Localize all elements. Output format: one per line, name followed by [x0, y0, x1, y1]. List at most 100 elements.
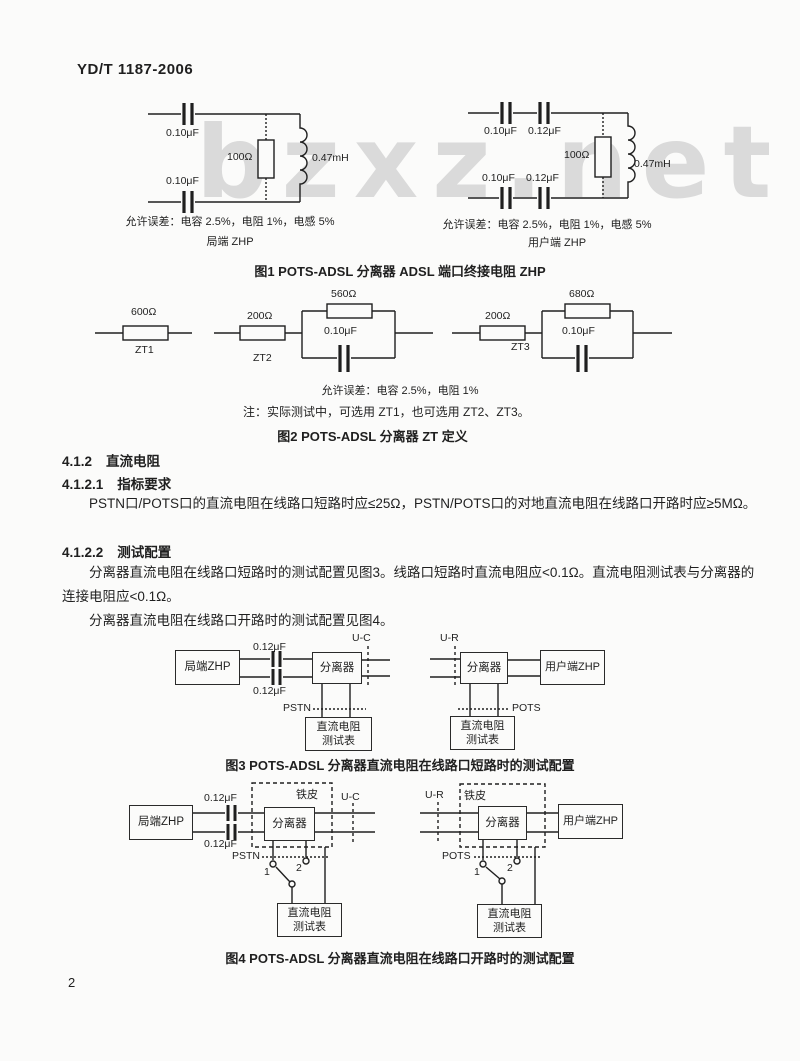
fig4-right-port-label: POTS — [442, 850, 471, 862]
fig1-left-name: 局端 ZHP — [206, 236, 254, 248]
switch-arm — [275, 866, 291, 883]
resistor-symbol — [594, 136, 612, 178]
fig2-zt2-capacitor-label: 0.10μF — [324, 325, 357, 337]
fig2-zt2-circuit — [214, 303, 433, 372]
fig3-right-splitter-box: 分离器 — [460, 652, 508, 684]
fig1-right-circuit — [468, 102, 636, 209]
fig4-left-cap-top-label: 0.12μF — [204, 792, 237, 804]
fig4-left-port-label: PSTN — [232, 850, 261, 862]
fig4-left-diagram — [193, 782, 375, 903]
fig3-caption: 图3 POTS-ADSL 分离器直流电阻在线路口短路时的测试配置 — [225, 758, 575, 773]
fig3-left-cap-top-label: 0.12μF — [253, 641, 286, 653]
fig3-left-cap-bottom-label: 0.12μF — [253, 685, 286, 697]
capacitor-symbol — [500, 102, 550, 209]
fig2-zt2-series-resistor-label: 200Ω — [247, 310, 273, 322]
meter-label-line2: 测试表 — [293, 921, 326, 933]
resistor-symbol — [257, 139, 275, 179]
fig4-right-splitter-box: 分离器 — [478, 806, 527, 840]
fig3-left-diagram — [240, 646, 390, 717]
meter-label-line2: 测试表 — [493, 922, 526, 934]
fig4-left-splitter-box: 分离器 — [264, 807, 315, 841]
meter-label-line1: 直流电阻 — [287, 906, 332, 919]
page-number: 2 — [68, 975, 76, 990]
fig3-right-port-label: POTS — [512, 702, 541, 714]
fig4-right-meter-box: 直流电阻 测试表 — [477, 904, 542, 938]
fig1-left-cap-bottom-label: 0.10μF — [166, 175, 199, 187]
fig2-zt3-circuit — [452, 303, 672, 372]
fig1-left-tolerance: 允许误差：电容 2.5%，电阻 1%，电感 5% — [125, 216, 335, 228]
fig3-left-source-box: 局端ZHP — [175, 650, 240, 685]
paragraph-short-circuit-config: 分离器直流电阻在线路口短路时的测试配置见图3。线路口短路时直流电阻应<0.1Ω。… — [62, 565, 755, 604]
fig1-right-cap-bottom1-label: 0.10μF — [482, 172, 515, 184]
resistor-symbol — [479, 325, 526, 341]
fig2-zt1-circuit — [95, 325, 192, 341]
meter-label-line1: 直流电阻 — [487, 907, 532, 920]
fig3-left-port-label: PSTN — [283, 702, 312, 714]
fig1-right-resistor-label: 100Ω — [564, 149, 590, 161]
fig4-right-shield-label: 铁皮 — [464, 790, 486, 802]
fig2-caption: 图2 POTS-ADSL 分离器 ZT 定义 — [277, 429, 468, 444]
fig3-right-line-label: U-R — [440, 632, 459, 644]
switch-contact-1 — [269, 860, 277, 868]
switch-arm — [485, 866, 501, 880]
resistor-symbol — [564, 303, 611, 319]
resistor-symbol — [239, 325, 286, 341]
shield-boundary — [459, 783, 546, 848]
inductor-symbol — [627, 113, 636, 198]
paragraph-requirements: PSTN口/POTS口的直流电阻在线路口短路时应≤25Ω，PSTN/POTS口的… — [89, 496, 757, 511]
fig4-left-cap-bottom-label: 0.12μF — [204, 838, 237, 850]
fig1-left-resistor-label: 100Ω — [227, 151, 253, 163]
heading-number: 4.1.2 — [62, 454, 93, 469]
fig1-right-cap-top2-label: 0.12μF — [528, 125, 561, 137]
meter-label-line1: 直流电阻 — [316, 720, 361, 733]
fig1-caption: 图1 POTS-ADSL 分离器 ADSL 端口终接电阻 ZHP — [254, 264, 546, 279]
fig4-left-source-box: 局端ZHP — [129, 805, 193, 840]
fig1-left-inductor-label: 0.47mH — [312, 152, 349, 164]
capacitor-symbol — [338, 345, 350, 372]
fig1-right-cap-bottom2-label: 0.12μF — [526, 172, 559, 184]
fig3-right-source-box: 用户端ZHP — [540, 650, 605, 685]
fig4-right-diagram — [420, 783, 558, 904]
capacitor-symbol — [226, 805, 237, 840]
fig1-left-cap-top-label: 0.10μF — [166, 127, 199, 139]
fig2-zt1-name: ZT1 — [135, 344, 154, 356]
meter-label-line1: 直流电阻 — [460, 719, 505, 732]
heading-4-1-2: 4.1.2 直流电阻 — [62, 450, 160, 470]
fig4-left-meter-box: 直流电阻 测试表 — [277, 903, 342, 937]
fig4-left-shield-label: 铁皮 — [296, 789, 318, 801]
fig1-right-tolerance: 允许误差：电容 2.5%，电阻 1%，电感 5% — [442, 219, 652, 231]
fig2-zt3-capacitor-label: 0.10μF — [562, 325, 595, 337]
fig4-right-line-label: U-R — [425, 789, 444, 801]
resistor-symbol — [326, 303, 373, 319]
fig3-left-line-label: U-C — [352, 632, 371, 644]
fig1-right-cap-top1-label: 0.10μF — [484, 125, 517, 137]
fig2-zt2-name: ZT2 — [253, 352, 272, 364]
fig2-note: 注：实际测试中，可选用 ZT1，也可选用 ZT2、ZT3。 — [243, 405, 530, 419]
meter-label-line2: 测试表 — [322, 735, 355, 747]
fig4-caption: 图4 POTS-ADSL 分离器直流电阻在线路口开路时的测试配置 — [225, 951, 575, 966]
fig4-left-switch1-label: 1 — [264, 866, 270, 878]
heading-title: 指标要求 — [117, 477, 172, 492]
capacitor-symbol — [576, 345, 588, 372]
fig3-right-meter-box: 直流电阻 测试表 — [450, 716, 515, 750]
fig1-left-circuit — [148, 103, 308, 213]
switch-contact-2 — [302, 857, 310, 865]
fig2-zt3-series-resistor-label: 200Ω — [485, 310, 511, 322]
fig2-zt1-resistor-label: 600Ω — [131, 306, 157, 318]
fig4-right-source-box: 用户端ZHP — [558, 804, 623, 839]
fig3-left-meter-box: 直流电阻 测试表 — [305, 717, 372, 751]
heading-title: 直流电阻 — [106, 454, 161, 469]
resistor-symbol — [122, 325, 169, 341]
fig4-right-switch2-label: 2 — [507, 862, 513, 874]
fig4-right-switch1-label: 1 — [474, 866, 480, 878]
fig3-right-diagram — [430, 646, 540, 716]
fig1-right-name: 用户端 ZHP — [527, 237, 587, 249]
paragraph-open-circuit-config: 分离器直流电阻在线路口开路时的测试配置见图4。 — [89, 613, 394, 628]
fig2-zt3-name: ZT3 — [511, 341, 530, 353]
fig3-left-splitter-box: 分离器 — [312, 652, 362, 684]
heading-number: 4.1.2.2 — [62, 545, 104, 560]
capacitor-symbol — [182, 103, 194, 213]
capacitor-symbol — [271, 651, 282, 685]
